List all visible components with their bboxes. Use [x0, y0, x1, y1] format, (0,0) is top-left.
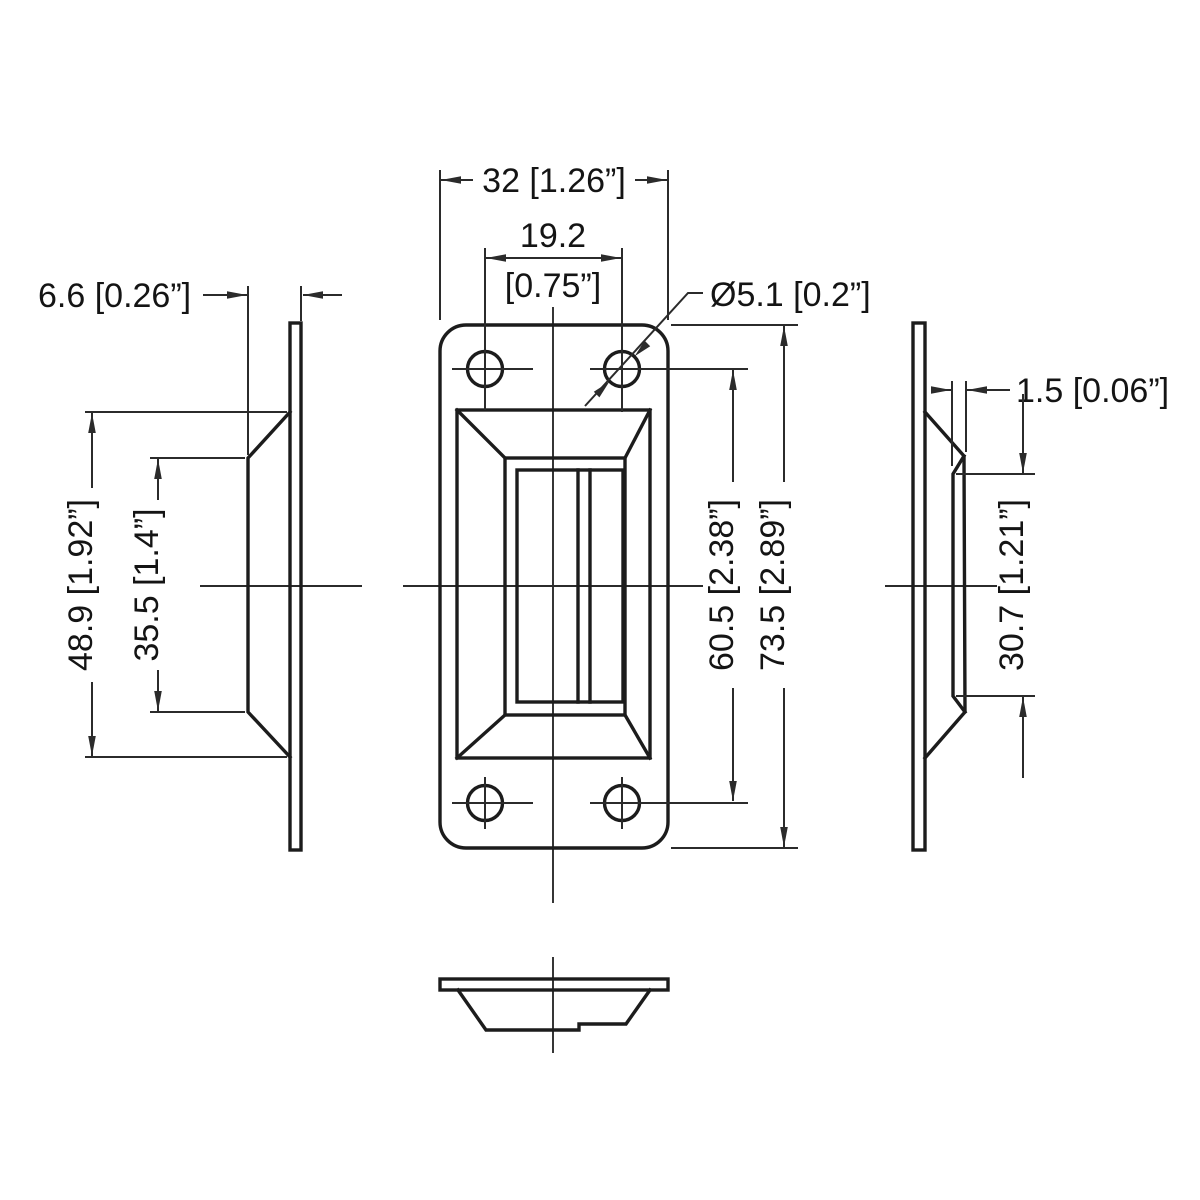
boss-outer	[455, 408, 652, 760]
boss-bottom-profile	[455, 987, 653, 1032]
dim-overall-depth-label: 6.6 [0.26”]	[38, 277, 191, 315]
raised-boss	[454, 407, 653, 761]
dim-lip-thickness: 1.5 [0.06”]	[931, 372, 1169, 410]
extension-lines	[951, 381, 1035, 697]
plate-edge	[438, 977, 670, 992]
dim-hole-spacing-x-in: [0.75”]	[505, 267, 601, 305]
dim-overall-width: 32 [1.26”]	[441, 162, 667, 200]
dim-boss-side-height: 30.7 [1.21”]	[993, 394, 1031, 778]
boss-profile-outer	[922, 409, 967, 761]
dim-overall-width-label: 32 [1.26”]	[482, 162, 626, 200]
dim-overall-depth: 6.6 [0.26”]	[38, 277, 342, 315]
plate-profile	[288, 321, 303, 852]
dim-boss-inner-height: 35.5 [1.4”]	[128, 459, 166, 711]
dim-hole-spacing-y: 60.5 [2.38”]	[703, 370, 741, 801]
dim-overall-height-label: 73.5 [2.89”]	[754, 499, 792, 671]
dim-hole-spacing-y-label: 60.5 [2.38”]	[703, 499, 741, 671]
plate-face	[438, 323, 670, 850]
dim-overall-height: 73.5 [2.89”]	[754, 326, 792, 847]
dim-hole-spacing-x: 19.2 [0.75”]	[486, 217, 621, 305]
boss-profile-inner	[951, 453, 968, 715]
boss-profile	[246, 409, 293, 760]
dim-hole-spacing-x-mm: 19.2	[520, 217, 586, 255]
boss-top-face	[503, 456, 627, 717]
dim-hole-diameter: Ø5.1 [0.2”]	[584, 276, 871, 407]
dim-boss-outer-height: 48.9 [1.92”]	[62, 413, 100, 756]
dim-boss-side-height-label: 30.7 [1.21”]	[993, 499, 1031, 671]
plate-profile	[911, 321, 927, 852]
dim-lip-thickness-label: 1.5 [0.06”]	[1016, 372, 1169, 410]
extension-lines	[439, 170, 798, 849]
slot-opening	[515, 468, 625, 704]
front-view: 32 [1.26”] 19.2 [0.75”] Ø5.1 [0.2”] 60.5…	[403, 162, 871, 903]
dim-hole-diameter-label: Ø5.1 [0.2”]	[710, 276, 871, 314]
dim-boss-inner-height-label: 35.5 [1.4”]	[128, 508, 166, 661]
left-side-view: 6.6 [0.26”] 48.9 [1.92”] 35.5 [1.4”]	[38, 277, 362, 852]
bottom-view	[438, 957, 670, 1053]
extension-lines	[85, 286, 302, 758]
dim-boss-outer-height-label: 48.9 [1.92”]	[62, 499, 100, 671]
right-side-view: 1.5 [0.06”] 30.7 [1.21”]	[885, 321, 1169, 852]
